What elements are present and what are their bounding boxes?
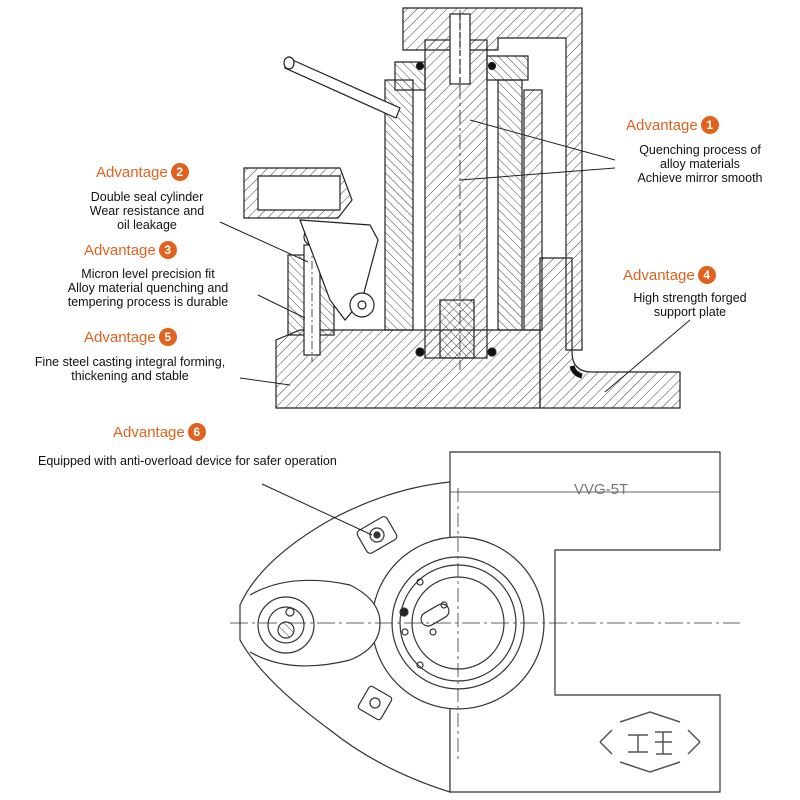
advantage-label: Advantage	[623, 266, 695, 284]
advantage-label: Advantage	[626, 116, 698, 134]
advantage-1-title: Advantage 1	[626, 116, 719, 134]
advantage-4-title: Advantage 4	[623, 266, 716, 284]
section-view	[243, 7, 681, 409]
advantage-label: Advantage	[113, 423, 185, 441]
advantage-number-badge: 3	[158, 241, 177, 259]
advantage-1-description: Quenching process of alloy materials Ach…	[637, 143, 763, 185]
advantage-2-description: Double seal cylinder Wear resistance and…	[89, 190, 205, 232]
advantage-5-description: Fine steel casting integral forming, thi…	[34, 355, 226, 383]
advantage-number-badge: 6	[187, 423, 206, 441]
advantage-3-description: Micron level precision fit Alloy materia…	[67, 267, 229, 309]
model-label: VVG-5T	[574, 481, 629, 498]
advantage-6-description: Equipped with anti-overload device for s…	[38, 454, 337, 468]
plan-view	[230, 451, 740, 793]
advantage-3-title: Advantage 3	[84, 241, 177, 259]
advantage-label: Advantage	[84, 241, 156, 259]
brand-logo	[599, 711, 701, 773]
advantage-number-badge: 5	[158, 328, 177, 346]
advantage-number-badge: 1	[700, 116, 719, 134]
advantage-label: Advantage	[84, 328, 156, 346]
advantage-5-title: Advantage 5	[84, 328, 177, 346]
advantage-label: Advantage	[96, 163, 168, 181]
advantage-2-title: Advantage 2	[96, 163, 189, 181]
advantage-number-badge: 4	[697, 266, 716, 284]
advantage-number-badge: 2	[170, 163, 189, 181]
leader-lines-top	[219, 119, 691, 393]
advantage-6-title: Advantage 6	[113, 423, 206, 441]
leader-line-6	[261, 483, 373, 536]
advantage-4-description: High strength forged support plate	[633, 291, 747, 319]
